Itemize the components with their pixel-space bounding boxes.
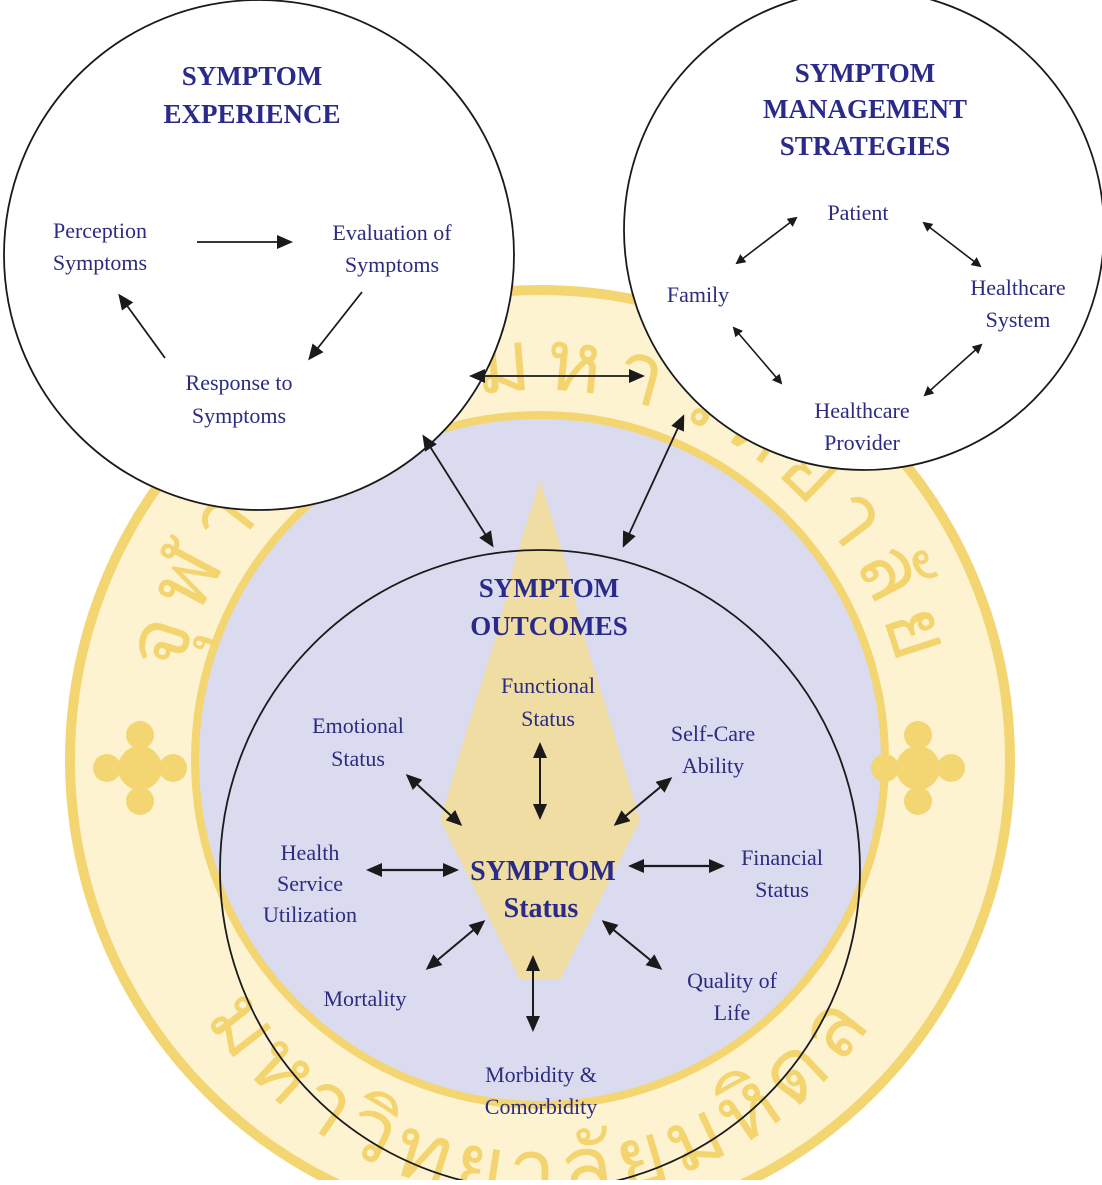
evaluation-line1: Evaluation of	[332, 220, 452, 245]
emotional-line1: Emotional	[312, 713, 404, 738]
arrow-family-provider	[732, 326, 783, 385]
strategies-title-line3: STRATEGIES	[780, 131, 951, 161]
patient-label: Patient	[827, 200, 888, 225]
arrow-patient-healthcare-system	[922, 221, 982, 268]
healthcare-system-line1: Healthcare	[970, 275, 1065, 300]
strategies-title: SYMPTOM MANAGEMENT STRATEGIES	[763, 58, 967, 161]
arrow-selfcare-ability	[613, 777, 673, 826]
family-label: Family	[667, 282, 729, 307]
financial-line1: Financial	[741, 845, 823, 870]
financial-line2: Status	[755, 877, 809, 902]
symptom-status-line1: SYMPTOM	[470, 856, 616, 887]
health-service-line2: Service	[277, 871, 343, 896]
symptom-experience-circle	[3, 0, 515, 511]
experience-title-line2: EXPERIENCE	[163, 99, 340, 129]
arrow-family-patient	[735, 216, 798, 265]
seal-outer-border	[65, 285, 1015, 1185]
response-line2: Symptoms	[192, 403, 286, 428]
health-service-line3: Utilization	[263, 902, 357, 927]
experience-title-line1: SYMPTOM	[182, 61, 323, 91]
morbidity-line1: Morbidity &	[485, 1062, 597, 1087]
strategies-title-line2: MANAGEMENT	[763, 94, 967, 124]
perception-line1: Perception	[53, 218, 147, 243]
morbidity-line2: Comorbidity	[485, 1094, 597, 1119]
seal-flower-left	[93, 721, 187, 815]
response-line1: Response to	[186, 370, 293, 395]
quality-line2: Life	[714, 1000, 751, 1025]
outcomes-title: SYMPTOM OUTCOMES	[470, 573, 628, 641]
arrow-system-provider	[923, 343, 983, 397]
mortality-label: Mortality	[323, 986, 406, 1011]
evaluation-line2: Symptoms	[345, 252, 439, 277]
arrow-response-to-perception	[118, 293, 166, 359]
seal-flower-right	[871, 721, 965, 815]
arrow-emotional-status	[405, 773, 463, 827]
seal-emblem	[440, 480, 640, 980]
symptom-status-center: SYMPTOM Status	[470, 856, 616, 924]
functional-line1: Functional	[501, 673, 595, 698]
outcomes-title-line1: SYMPTOM	[479, 573, 620, 603]
healthcare-provider-line1: Healthcare	[814, 398, 909, 423]
arrow-experience-outcomes	[422, 434, 494, 548]
outcomes-title-line2: OUTCOMES	[470, 611, 628, 641]
strategies-title-line1: SYMPTOM	[795, 58, 936, 88]
arrow-mortality	[425, 920, 486, 970]
emotional-line2: Status	[331, 746, 385, 771]
healthcare-provider-line2: Provider	[824, 430, 900, 455]
arrow-quality-of-life	[601, 920, 663, 970]
selfcare-line1: Self-Care	[671, 721, 755, 746]
perception-line2: Symptoms	[53, 250, 147, 275]
experience-title: SYMPTOM EXPERIENCE	[163, 61, 340, 129]
health-service-line1: Health	[281, 840, 340, 865]
symptom-status-line2: Status	[504, 893, 579, 924]
functional-line2: Status	[521, 706, 575, 731]
quality-line1: Quality of	[687, 968, 777, 993]
arrow-evaluation-to-response	[308, 291, 363, 361]
healthcare-system-line2: System	[986, 307, 1051, 332]
symptom-outcomes-circle	[219, 549, 861, 1185]
arrow-management-outcomes	[622, 414, 685, 548]
selfcare-line2: Ability	[682, 753, 744, 778]
